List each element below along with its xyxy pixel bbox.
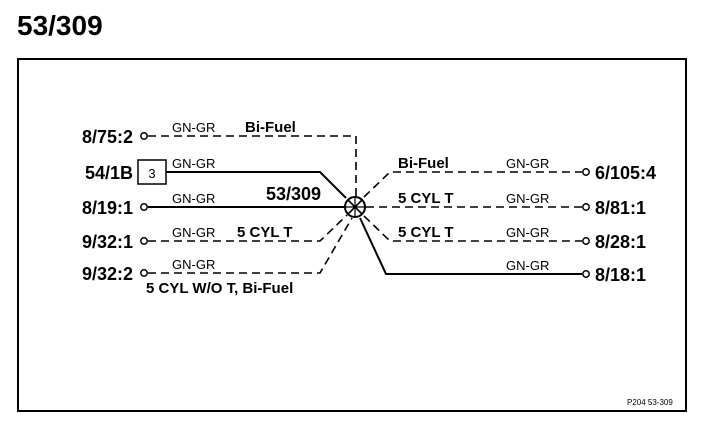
wire-color-9-32-2: GN-GR xyxy=(172,257,215,272)
terminal-label-8-19-1: 8/19:1 xyxy=(82,198,133,218)
terminal-circles-left xyxy=(140,132,148,277)
wire-54-1b xyxy=(166,171,347,199)
diagram-frame xyxy=(17,58,687,412)
note-5-cyl-t-right-1: 5 CYL T xyxy=(398,190,454,207)
wire-8-75-2 xyxy=(148,135,357,196)
terminal-label-8-75-2: 8/75:2 xyxy=(82,127,133,147)
terminal-circles-right xyxy=(582,168,590,278)
terminal-label-54-1b: 54/1B xyxy=(85,163,133,183)
splice-label: 53/309 xyxy=(266,184,321,204)
page-title: 53/309 xyxy=(17,10,103,41)
connector-box-number: 3 xyxy=(148,166,155,181)
reference-code: P204 53-309 xyxy=(627,398,673,407)
wire-color-8-28-1: GN-GR xyxy=(506,225,549,240)
wire-color-8-18-1: GN-GR xyxy=(506,258,549,273)
wire-color-9-32-1: GN-GR xyxy=(172,225,215,240)
wire-8-18-1 xyxy=(359,217,582,275)
wire-color-8-19-1: GN-GR xyxy=(172,191,215,206)
note-5-cyl-t-right-2: 5 CYL T xyxy=(398,224,454,241)
note-5-cyl-wot-bi-fuel: 5 CYL W/O T, Bi-Fuel xyxy=(146,280,293,297)
note-bi-fuel-right: Bi-Fuel xyxy=(398,155,449,172)
wire-color-54-1b: GN-GR xyxy=(172,156,215,171)
wire-color-8-75-2: GN-GR xyxy=(172,120,215,135)
terminal-label-8-28-1: 8/28:1 xyxy=(595,232,646,252)
wire-9-32-2 xyxy=(148,217,353,274)
wire-9-32-1 xyxy=(148,214,348,242)
terminal-label-9-32-1: 9/32:1 xyxy=(82,232,133,252)
terminal-label-8-81-1: 8/81:1 xyxy=(595,198,646,218)
wire-color-8-81-1: GN-GR xyxy=(506,191,549,206)
note-5-cyl-t-left: 5 CYL T xyxy=(237,224,293,241)
terminal-label-9-32-2: 9/32:2 xyxy=(82,264,133,284)
terminal-label-6-105-4: 6/105:4 xyxy=(595,163,656,183)
connector-box xyxy=(137,159,167,185)
wire-color-6-105-4: GN-GR xyxy=(506,156,549,171)
note-bi-fuel-left: Bi-Fuel xyxy=(245,119,296,136)
terminal-label-8-18-1: 8/18:1 xyxy=(595,265,646,285)
splice-icon xyxy=(344,196,366,218)
